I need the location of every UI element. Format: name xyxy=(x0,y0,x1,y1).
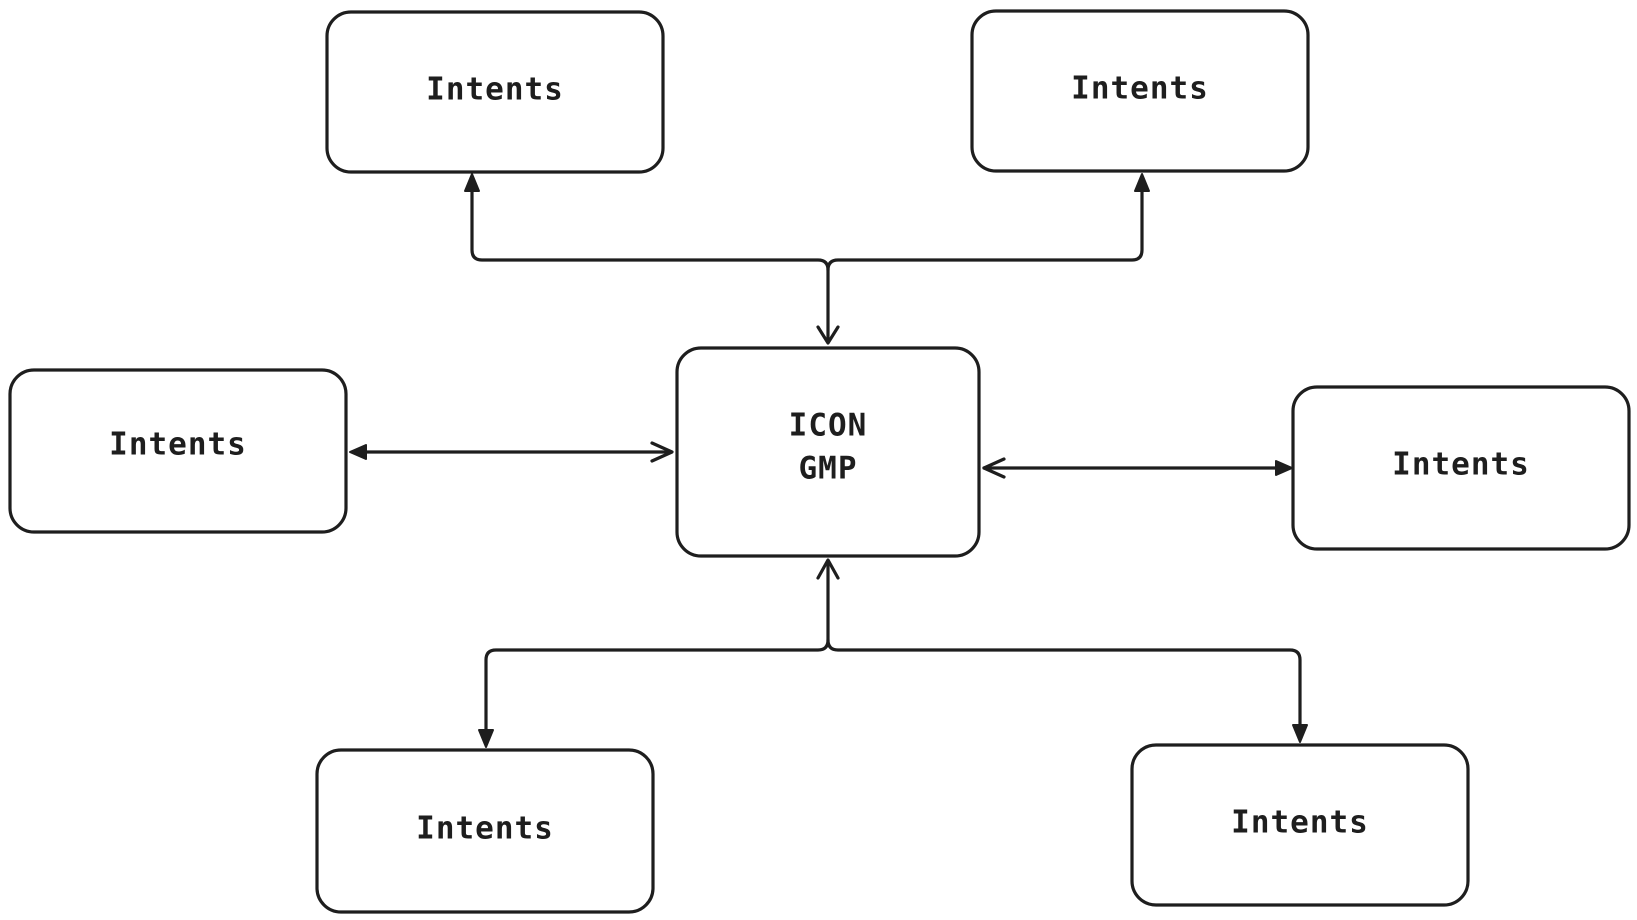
arrowhead-down-bottom-right xyxy=(1292,724,1308,743)
node-top-right[interactable]: Intents xyxy=(970,9,1310,173)
node-label: Intents xyxy=(1392,447,1530,483)
node-mid-left[interactable]: Intents xyxy=(8,368,348,534)
node-label: Intents xyxy=(1071,71,1209,107)
connector-bottom xyxy=(478,558,1308,748)
arrowhead-left xyxy=(349,444,367,460)
arrowhead-up-top-left xyxy=(464,173,480,192)
node-top-left[interactable]: Intents xyxy=(325,10,665,174)
node-center[interactable]: ICON GMP xyxy=(675,346,981,558)
center-label-line2: GMP xyxy=(799,451,858,487)
arrowhead-up-center xyxy=(816,558,840,580)
node-label: Intents xyxy=(109,427,247,463)
connector-mid-left xyxy=(349,441,674,463)
arrowhead-left-center xyxy=(982,457,1006,479)
center-label-line1: ICON xyxy=(789,408,868,444)
arrowhead-down-bottom-left xyxy=(478,729,494,748)
arrowhead-down-center xyxy=(816,325,840,345)
arrowhead-right-center xyxy=(650,441,674,463)
connector-mid-right xyxy=(982,457,1293,479)
connector-top xyxy=(464,173,1150,345)
node-label: Intents xyxy=(1231,805,1369,841)
node-bottom-right[interactable]: Intents xyxy=(1130,743,1470,907)
node-mid-right[interactable]: Intents xyxy=(1291,385,1631,551)
node-label: Intents xyxy=(426,72,564,108)
node-bottom-left[interactable]: Intents xyxy=(315,748,655,914)
node-label: Intents xyxy=(416,811,554,847)
arrowhead-up-top-right xyxy=(1134,173,1150,192)
arrowhead-right xyxy=(1275,460,1293,476)
